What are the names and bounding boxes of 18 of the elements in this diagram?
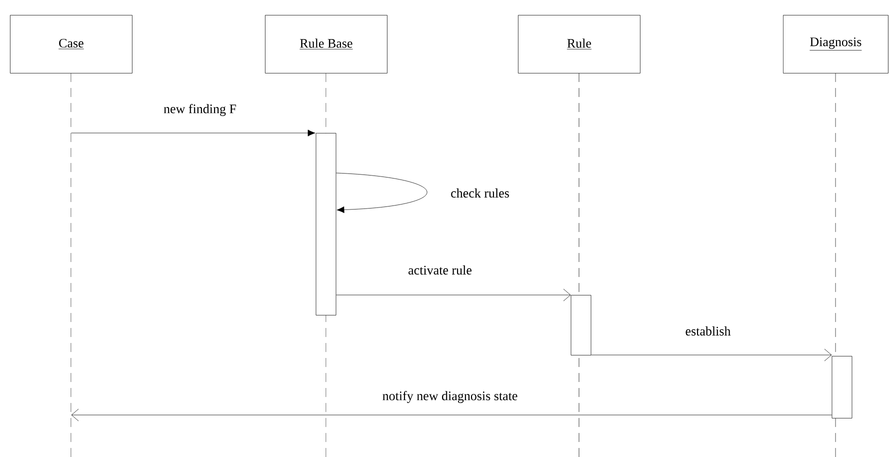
message-label: check rules (451, 188, 509, 198)
message-arrow (591, 348, 832, 362)
message-label: new finding F (164, 104, 236, 116)
message-arrow (336, 288, 571, 302)
message-label: notify new diagnosis state (382, 391, 518, 403)
object-box: Diagnosis (783, 15, 888, 74)
object-box: Rule Base (265, 15, 388, 74)
object-box: Case (10, 15, 132, 74)
activation-bar (570, 295, 592, 356)
message-arrow (336, 172, 428, 214)
message-label: activate rule (408, 265, 472, 275)
message-label: establish (686, 326, 731, 336)
message-arrow (71, 408, 832, 422)
object-box: Rule (518, 15, 640, 74)
node-label: Diagnosis (810, 37, 862, 49)
activation-bar (832, 356, 852, 418)
activation-bar (316, 133, 336, 316)
message-arrow (71, 130, 316, 136)
